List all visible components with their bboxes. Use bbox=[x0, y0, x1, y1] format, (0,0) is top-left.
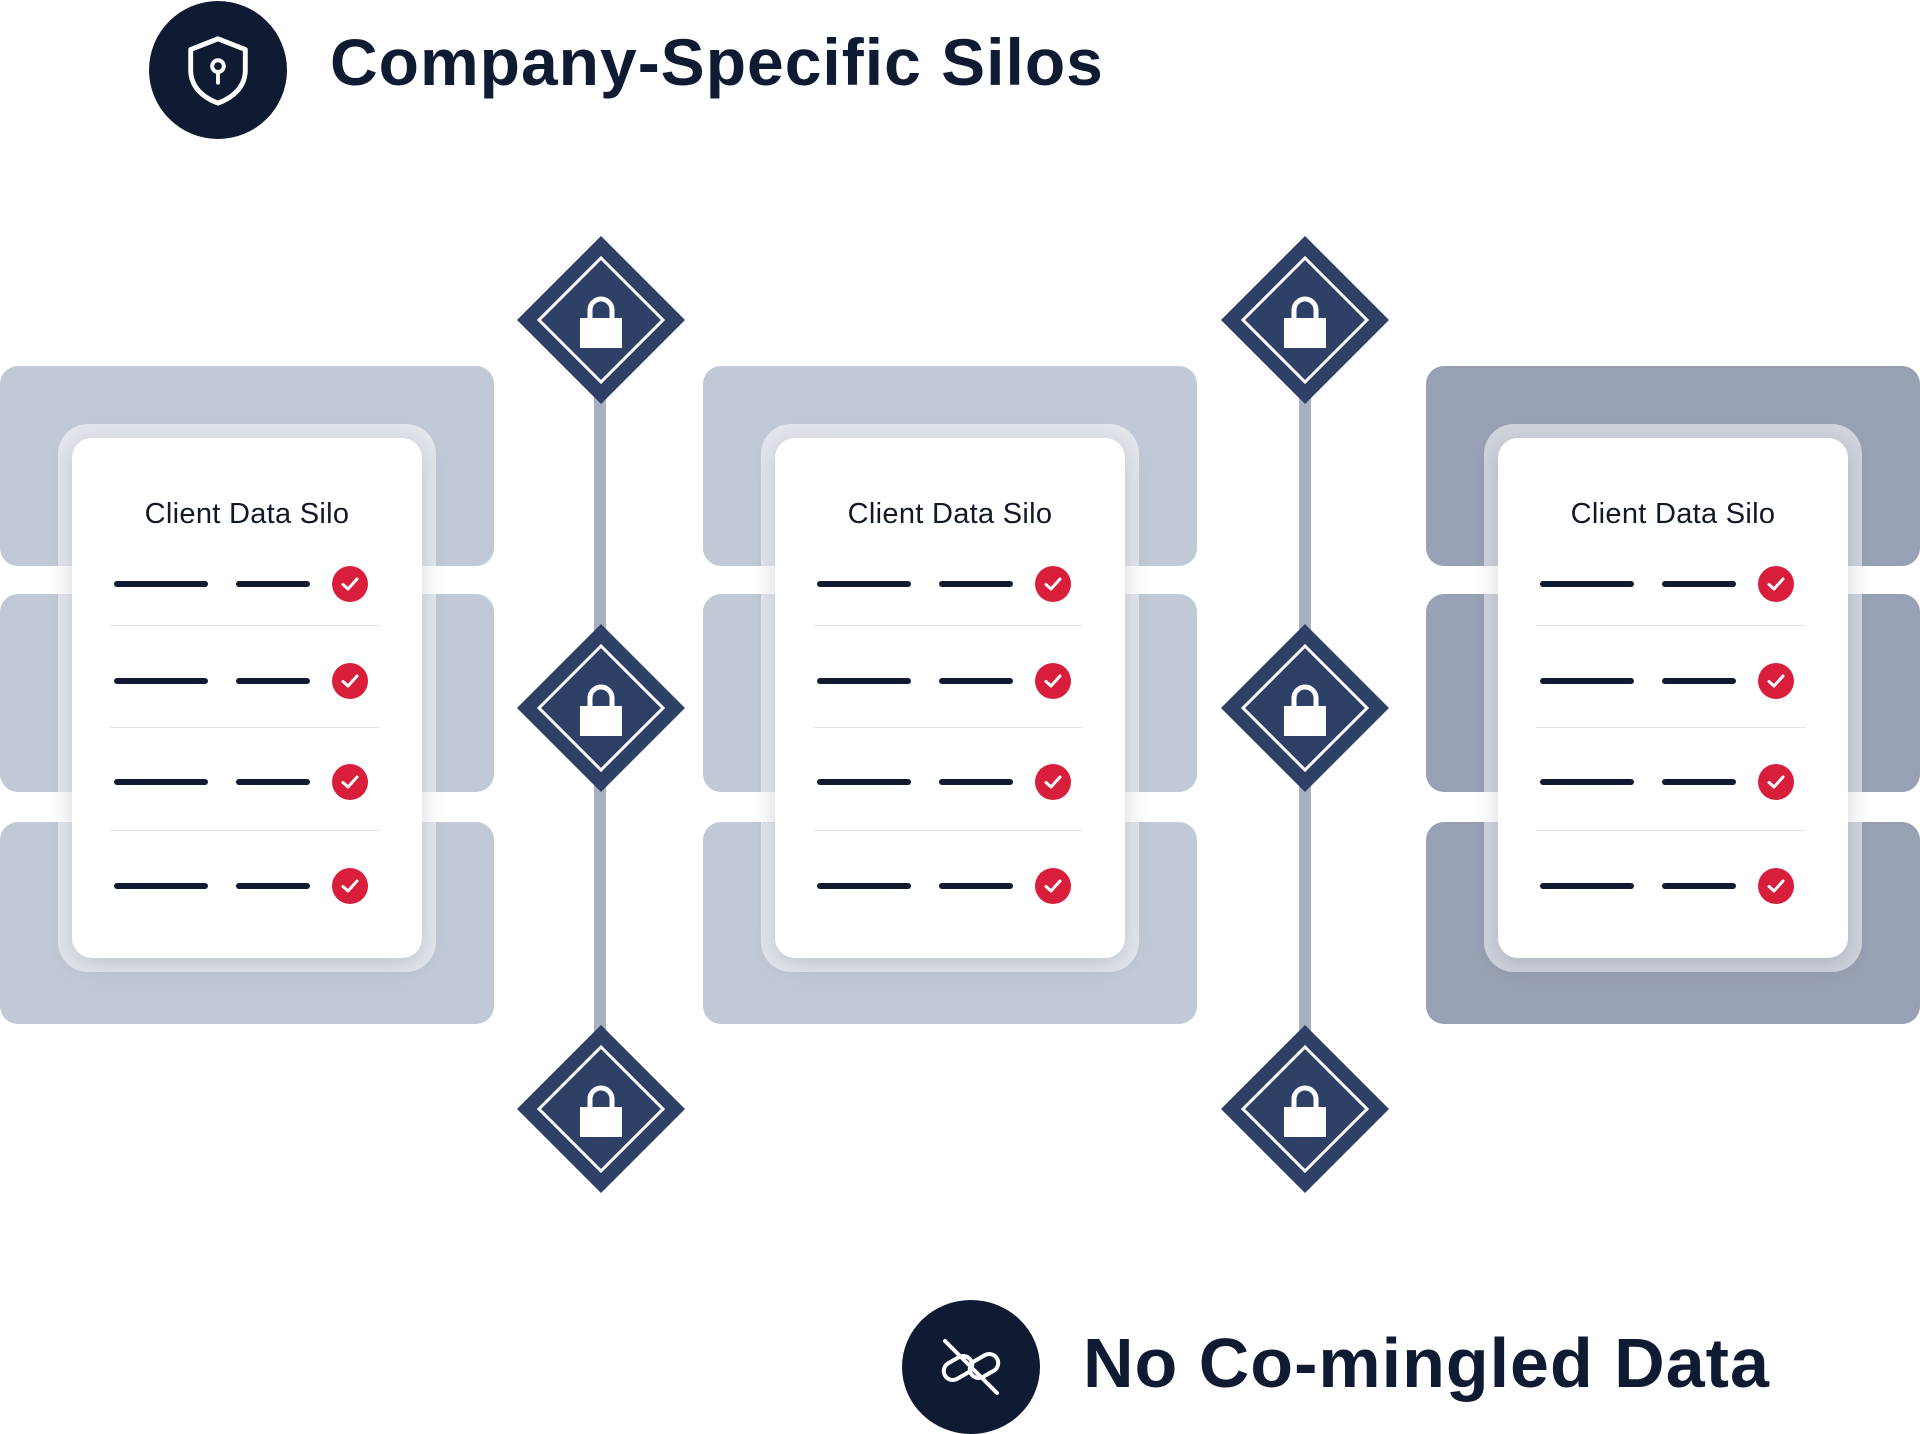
check-icon bbox=[1035, 868, 1071, 904]
card-title: Client Data Silo bbox=[1570, 498, 1776, 530]
data-row bbox=[1498, 564, 1848, 604]
check-icon bbox=[1758, 868, 1794, 904]
header-badge bbox=[149, 1, 287, 139]
padlock-icon bbox=[1221, 1025, 1389, 1193]
data-row bbox=[775, 661, 1125, 701]
footer-title: No Co-mingled Data bbox=[1083, 1324, 1770, 1402]
data-row bbox=[72, 564, 422, 604]
padlock-icon bbox=[517, 1025, 685, 1193]
broken-link-icon bbox=[941, 1339, 1001, 1395]
padlock-icon bbox=[1221, 236, 1389, 404]
client-data-card: Client Data Silo bbox=[775, 438, 1125, 958]
check-icon bbox=[1758, 566, 1794, 602]
check-icon bbox=[1035, 764, 1071, 800]
check-icon bbox=[1758, 663, 1794, 699]
data-row bbox=[775, 564, 1125, 604]
data-row bbox=[72, 866, 422, 906]
data-row bbox=[72, 661, 422, 701]
client-data-card: Client Data Silo bbox=[72, 438, 422, 958]
padlock-icon bbox=[1221, 624, 1389, 792]
data-row bbox=[1498, 661, 1848, 701]
client-data-card: Client Data Silo bbox=[1498, 438, 1848, 958]
padlock-icon bbox=[517, 236, 685, 404]
card-title: Client Data Silo bbox=[847, 498, 1053, 530]
data-row bbox=[72, 762, 422, 802]
check-icon bbox=[1758, 764, 1794, 800]
check-icon bbox=[332, 566, 368, 602]
footer-badge bbox=[902, 1300, 1040, 1434]
silo-3: Client Data Silo bbox=[1426, 366, 1920, 1024]
shield-keyhole-icon bbox=[188, 36, 248, 106]
check-icon bbox=[1035, 566, 1071, 602]
header-title: Company-Specific Silos bbox=[330, 25, 1104, 99]
data-row bbox=[1498, 762, 1848, 802]
check-icon bbox=[332, 663, 368, 699]
data-row bbox=[1498, 866, 1848, 906]
data-row bbox=[775, 762, 1125, 802]
check-icon bbox=[332, 868, 368, 904]
check-icon bbox=[332, 764, 368, 800]
card-title: Client Data Silo bbox=[144, 498, 350, 530]
padlock-icon bbox=[517, 624, 685, 792]
check-icon bbox=[1035, 663, 1071, 699]
silo-2: Client Data Silo bbox=[703, 366, 1197, 1024]
data-row bbox=[775, 866, 1125, 906]
silo-1: Client Data Silo bbox=[0, 366, 494, 1024]
